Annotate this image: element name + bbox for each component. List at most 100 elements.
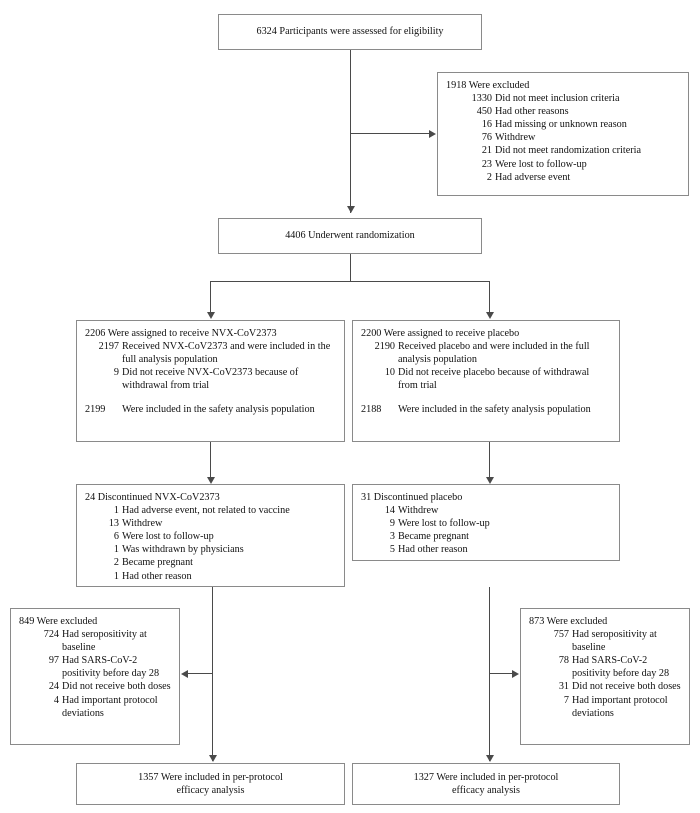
assessed-eligibility-label: 6324 Participants were assessed for elig… (256, 26, 444, 38)
list-item-text: Became pregnant (398, 531, 469, 543)
box-vaccine-result: 1357 Were included in per-protocol effic… (76, 763, 345, 805)
arrow-to-placebo-discontinued (485, 477, 494, 484)
list-item: 4 Had important protocol deviations (19, 694, 171, 720)
list-item-text: Withdrew (495, 132, 536, 144)
list-item-text: Had adverse event, not related to vaccin… (122, 505, 290, 517)
arrow-to-placebo-arm (485, 312, 494, 319)
box-vaccine-discontinued: 24 Discontinued NVX-CoV2373 1 Had advers… (76, 484, 345, 587)
list-item: 1 Had other reason (85, 570, 336, 583)
list-item-count: 757 (553, 629, 569, 641)
list-item-count: 6 (113, 531, 119, 543)
box-vaccine-arm: 2206 Were assigned to receive NVX-CoV237… (76, 320, 345, 442)
list-item-count: 13 (108, 518, 119, 530)
safety-text: Were included in the safety analysis pop… (122, 404, 315, 416)
list-item-count: 3 (389, 531, 395, 543)
list-item-count: 2190 (374, 341, 395, 353)
list-item-text: Had SARS-CoV-2 positivity before day 28 (62, 655, 160, 680)
box-placebo-excluded: 873 Were excluded 757 Had seropositivity… (520, 608, 690, 745)
list-item: 3 Became pregnant (361, 530, 611, 543)
list-item: 2 Became pregnant (85, 556, 336, 569)
list-item-count: 9 (389, 518, 395, 530)
list-item-text: Had important protocol deviations (572, 694, 668, 719)
list-item-count: 78 (558, 655, 569, 667)
connector-split-right (489, 281, 490, 313)
list-item-count: 31 (558, 681, 569, 693)
connector-placebo-to-result (489, 587, 490, 761)
list-item: 2 Had adverse event (446, 171, 680, 184)
vaccine-result-label: 1357 Were included in per-protocol effic… (138, 771, 283, 796)
list-item: 1330 Did not meet inclusion criteria (446, 92, 680, 105)
connector-vaccine-to-result (212, 587, 213, 761)
list-item-count: 14 (384, 505, 395, 517)
vaccine-safety-population: 2199 Were included in the safety analysi… (85, 403, 336, 416)
list-item-text: Had SARS-CoV-2 positivity before day 28 (572, 655, 670, 680)
list-item-count: 10 (384, 367, 395, 379)
connector-split-left (210, 281, 211, 313)
list-item-text: Received NVX-CoV2373 and were included i… (122, 341, 331, 366)
arrow-to-placebo-result (485, 755, 494, 762)
list-item-count: 24 (48, 681, 59, 693)
list-item-text: Did not receive both doses (62, 681, 171, 693)
list-item-text: Were lost to follow-up (122, 531, 214, 543)
box-placebo-result: 1327 Were included in per-protocol effic… (352, 763, 620, 805)
list-item-text: Had other reasons (495, 106, 569, 118)
list-item: 1 Was withdrawn by physicians (85, 543, 336, 556)
list-item-count: 76 (481, 132, 492, 144)
excluded-top-header: 1918 Were excluded (446, 80, 530, 91)
list-item-count: 1 (113, 570, 119, 582)
placebo-result-label: 1327 Were included in per-protocol effic… (413, 771, 559, 796)
placebo-arm-header: 2200 Were assigned to receive placebo (361, 328, 520, 339)
list-item: 724 Had seropositivity at baseline (19, 628, 171, 654)
list-item-count: 97 (48, 655, 59, 667)
box-assessed-eligibility: 6324 Participants were assessed for elig… (218, 14, 482, 50)
list-item-text: Had important protocol deviations (62, 694, 158, 719)
list-item-text: Had other reason (122, 570, 192, 582)
list-item-count: 1 (113, 505, 119, 517)
list-item-count: 2 (113, 557, 119, 569)
list-spacer (85, 392, 336, 403)
vaccine-excluded-header: 849 Were excluded (19, 616, 98, 627)
list-item-text: Received placebo and were included in th… (398, 341, 590, 366)
list-item: 21 Did not meet randomization criteria (446, 144, 680, 157)
list-item: 7 Had important protocol deviations (529, 694, 681, 720)
connector-randomization-stem (350, 254, 351, 281)
list-item-text: Withdrew (398, 505, 439, 517)
arrow-to-placebo-excluded (512, 669, 519, 678)
list-item: 9 Were lost to follow-up (361, 517, 611, 530)
list-item: 10 Did not receive placebo because of wi… (361, 366, 611, 392)
list-item-count: 9 (113, 367, 119, 379)
list-item-text: Did not meet randomization criteria (495, 145, 641, 157)
list-item: 14 Withdrew (361, 504, 611, 517)
list-item-count: 5 (389, 544, 395, 556)
arrow-to-vaccine-excluded (181, 669, 188, 678)
arrow-to-vaccine-result (208, 755, 217, 762)
list-item: 13 Withdrew (85, 517, 336, 530)
list-item: 31 Did not receive both doses (529, 680, 681, 693)
vaccine-discontinued-header: 24 Discontinued NVX-CoV2373 (85, 492, 220, 503)
list-item-text: Had seropositivity at baseline (62, 629, 147, 654)
connector-randomization-split (210, 281, 490, 282)
placebo-discontinued-header: 31 Discontinued placebo (361, 492, 463, 503)
list-item-count: 4 (53, 694, 59, 706)
list-item-text: Became pregnant (122, 557, 193, 569)
list-item-text: Had adverse event (495, 171, 571, 183)
connector-placebo-to-discontinued (489, 442, 490, 478)
list-item-count: 23 (481, 158, 492, 170)
list-item-text: Had seropositivity at baseline (572, 629, 657, 654)
list-item-text: Did not receive placebo because of withd… (398, 367, 590, 392)
list-item-text: Were lost to follow-up (495, 158, 587, 170)
connector-vaccine-excluded (188, 673, 212, 674)
placebo-safety-population: 2188 Were included in the safety analysi… (361, 403, 611, 416)
arrow-to-vaccine-arm (206, 312, 215, 319)
list-item-text: Did not receive NVX-CoV2373 because of w… (122, 367, 299, 392)
list-item-count: 2 (486, 171, 492, 183)
list-item-text: Was withdrawn by physicians (122, 544, 244, 556)
list-spacer (361, 392, 611, 403)
list-item-text: Had missing or unknown reason (495, 119, 627, 131)
list-item: 23 Were lost to follow-up (446, 158, 680, 171)
list-item: 2190 Received placebo and were included … (361, 340, 611, 366)
list-item-text: Did not receive both doses (572, 681, 681, 693)
safety-count: 2199 (85, 404, 106, 416)
box-randomization: 4406 Underwent randomization (218, 218, 482, 254)
